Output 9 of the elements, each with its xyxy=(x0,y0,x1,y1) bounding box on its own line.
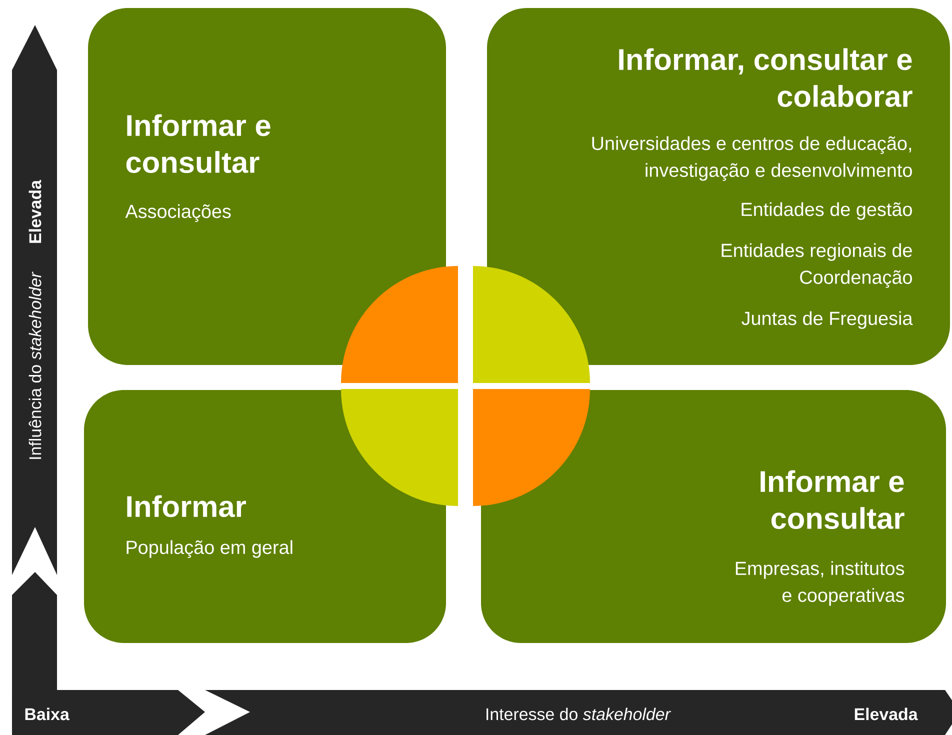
axis-label: Influência do stakeholder xyxy=(28,272,42,459)
axis-label: Elevada xyxy=(28,180,42,243)
quadrant-box: Informar e consultar Associações xyxy=(88,8,446,365)
axis-label: Baixa xyxy=(25,708,70,720)
quadrant-box: Informar, consultar e colaborar Universidades e centros de educação, investigação e desenvolvimento Entidades de gestão Entidades regionais de Coordenação Juntas de Freguesia xyxy=(487,8,950,365)
quadrant-box: Informar e consultar Empresas, institutos e cooperativas xyxy=(481,390,946,643)
quadrant-box: Informar População em geral xyxy=(84,390,446,643)
axis-label: Interesse do stakeholder xyxy=(486,708,672,720)
axis-label: Elevada xyxy=(854,708,918,720)
